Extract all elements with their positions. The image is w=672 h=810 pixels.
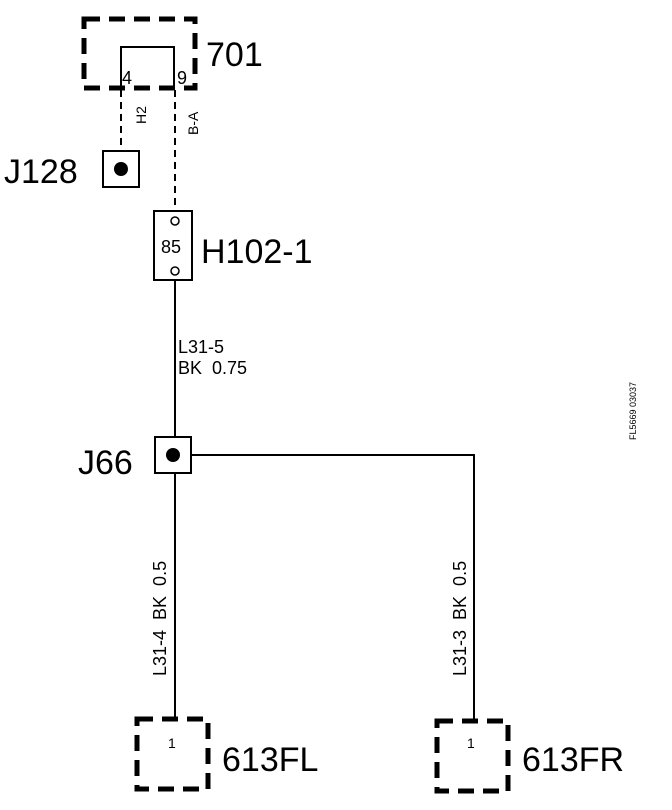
wire-l31-5-spec: BK 0.75 xyxy=(178,358,247,378)
connector-701-outline xyxy=(81,16,198,91)
connector-701-inner-frame xyxy=(120,46,175,88)
connector-701: 4 9 701 xyxy=(81,16,263,91)
connector-h102-pin-label: 85 xyxy=(161,237,181,257)
pin-9-label: 9 xyxy=(177,68,187,88)
wire-l31-4-label: L31-4 BK 0.5 xyxy=(150,561,170,676)
wire-b-a-label: B-A xyxy=(185,111,201,135)
connector-613fl: 1 613FL xyxy=(134,716,318,792)
connector-613fr-label: 613FR xyxy=(522,741,624,779)
connector-613fl-label: 613FL xyxy=(222,741,318,779)
connector-613fr: 1 613FR xyxy=(434,718,624,794)
connector-h102-pin-bottom xyxy=(170,266,180,276)
document-code: FL5669 03037 xyxy=(628,382,638,440)
connector-h102: 85 H102-1 xyxy=(153,210,313,281)
connector-h102-pin-top xyxy=(170,216,180,226)
splice-j66-dot xyxy=(166,448,180,462)
connector-h102-label: H102-1 xyxy=(201,233,313,271)
splice-j128-dot xyxy=(114,162,128,176)
connector-701-label: 701 xyxy=(206,36,263,74)
splice-j128-label: J128 xyxy=(4,153,78,191)
wire-l31-3-label: L31-3 BK 0.5 xyxy=(450,561,470,676)
pin-4-label: 4 xyxy=(122,68,132,88)
wire-l31-3 xyxy=(191,454,475,720)
connector-613fl-pin: 1 xyxy=(168,735,176,751)
splice-j66-label: J66 xyxy=(78,444,133,482)
wire-l31-5-name: L31-5 xyxy=(178,337,224,357)
splice-j128: J128 xyxy=(4,150,140,191)
connector-613fr-pin: 1 xyxy=(467,735,475,751)
splice-j66: J66 xyxy=(78,436,192,482)
wire-h2-label: H2 xyxy=(133,106,149,124)
connector-613fr-outline xyxy=(434,718,511,794)
connector-613fl-outline xyxy=(134,716,211,792)
